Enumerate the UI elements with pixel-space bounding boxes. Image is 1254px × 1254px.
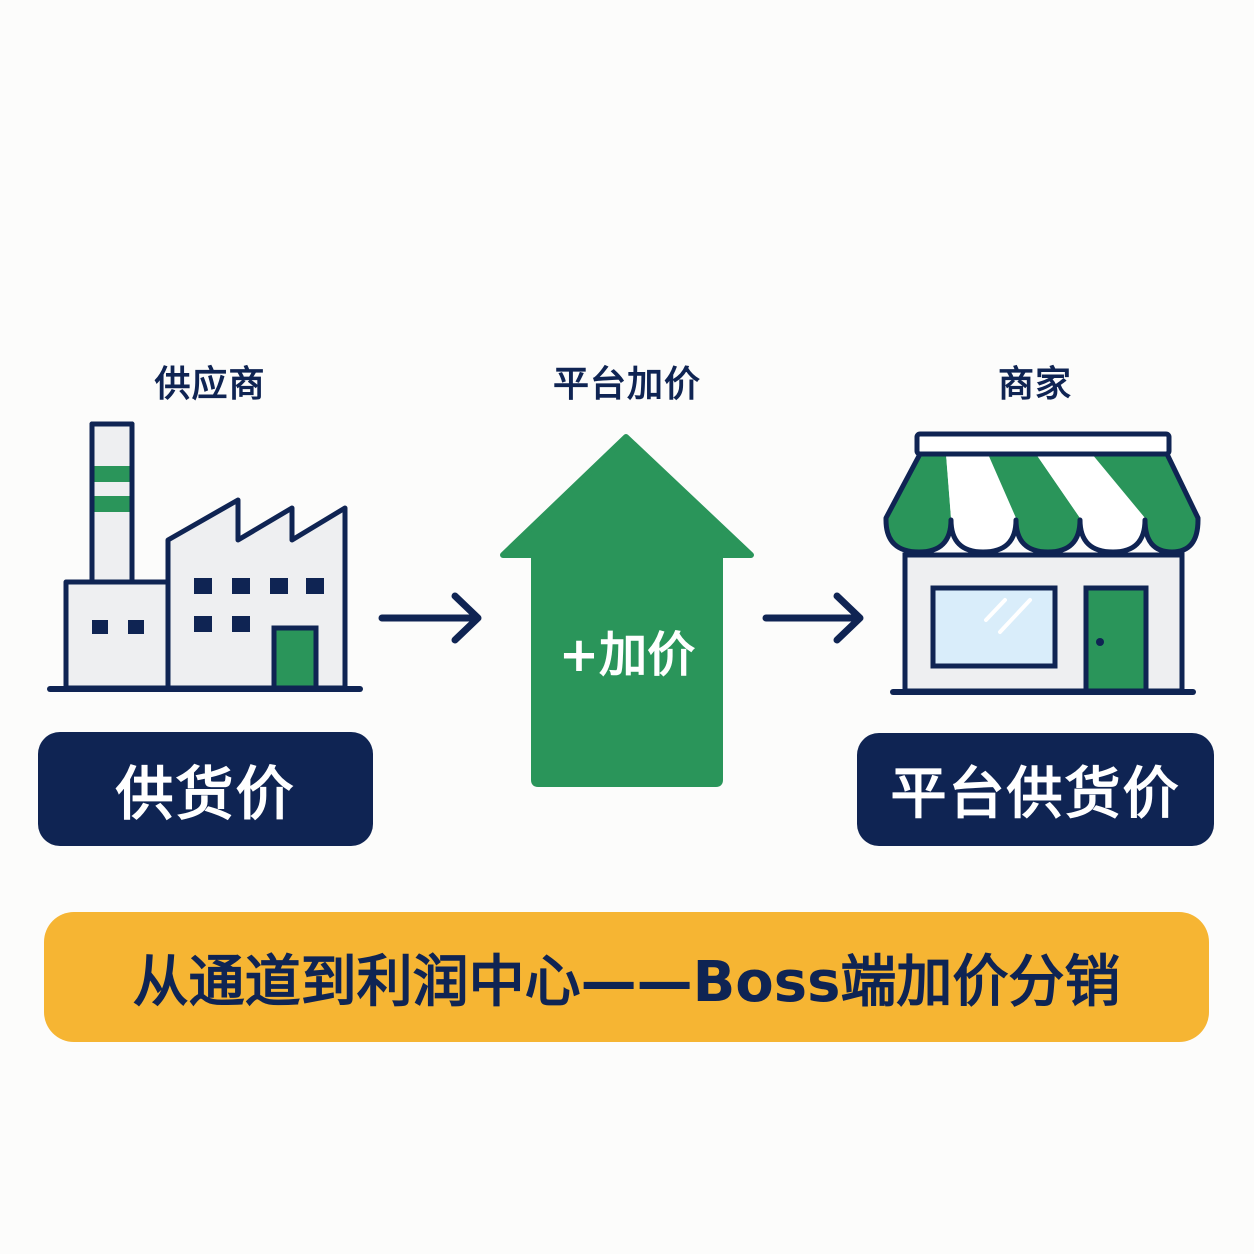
markup-heading: 平台加价 — [552, 364, 701, 405]
platform-supply-price-label: 平台供货价 — [890, 762, 1181, 827]
summary-banner: 从通道到利润中心——Boss端加价分销 — [44, 912, 1209, 1042]
supplier-heading: 供应商 — [154, 364, 266, 405]
banner-text: 从通道到利润中心——Boss端加价分销 — [132, 949, 1121, 1015]
platform-supply-price-box: 平台供货价 — [857, 733, 1214, 846]
supply-price-box: 供货价 — [38, 732, 373, 846]
supply-price-label: 供货价 — [115, 760, 296, 828]
markup-arrow-label: +加价 — [558, 627, 696, 683]
merchant-heading: 商家 — [997, 364, 1072, 405]
